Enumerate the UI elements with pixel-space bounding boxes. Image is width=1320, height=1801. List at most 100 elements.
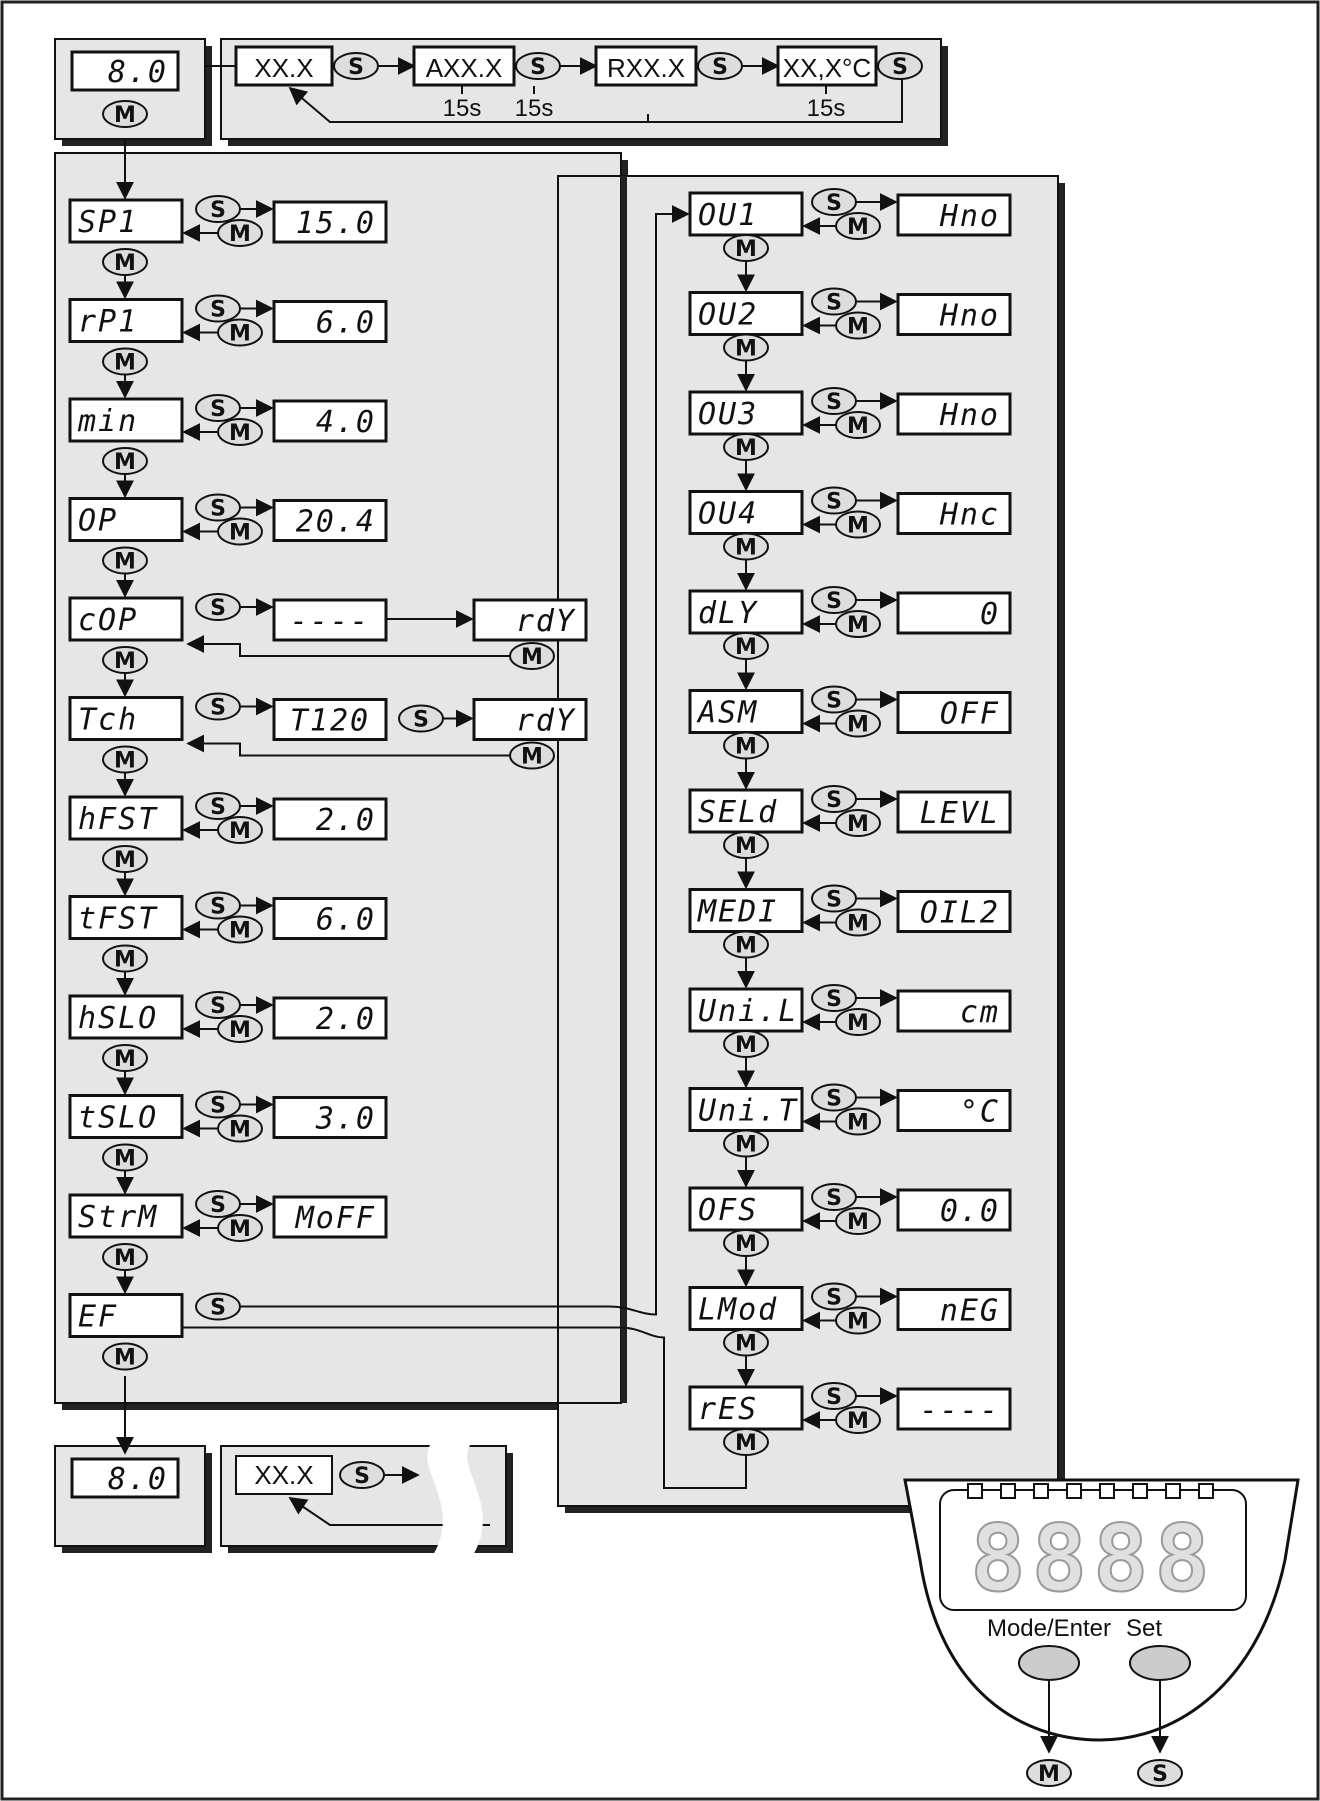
right-param-box: OU3 bbox=[688, 390, 804, 436]
left-s-button: S bbox=[195, 1190, 241, 1218]
bottom-display-value: 8.0 bbox=[108, 1462, 168, 1497]
svg-text:S: S bbox=[210, 994, 226, 1019]
right-value-box: Hno bbox=[896, 193, 1012, 237]
right-s-button: S bbox=[811, 685, 857, 714]
right-value-box: OIL2 bbox=[896, 890, 1012, 933]
set-label: Set bbox=[1126, 1615, 1162, 1642]
right-m-button: M bbox=[723, 1129, 769, 1158]
svg-text:M: M bbox=[735, 834, 757, 859]
svg-text:S: S bbox=[413, 708, 429, 733]
left-m-button: M bbox=[102, 944, 148, 973]
svg-text:MEDI: MEDI bbox=[697, 895, 778, 930]
svg-text:S: S bbox=[826, 191, 842, 216]
svg-text:min: min bbox=[77, 404, 138, 439]
left-final-box: rdY bbox=[472, 698, 588, 741]
bottom-s-button: S bbox=[339, 1461, 385, 1489]
svg-text:M: M bbox=[114, 1346, 136, 1371]
right-param-box: OU4 bbox=[688, 490, 804, 535]
svg-text:S: S bbox=[826, 291, 842, 316]
svg-text:M: M bbox=[229, 521, 251, 546]
left-m-button: M bbox=[102, 447, 148, 475]
left-s-button: S bbox=[195, 593, 241, 621]
right-param-box: LMod bbox=[688, 1286, 804, 1331]
right-m-button: M bbox=[723, 333, 769, 362]
svg-text:6.0: 6.0 bbox=[316, 306, 376, 341]
left-s-button: S bbox=[195, 692, 241, 721]
right-m-button: M bbox=[723, 731, 769, 760]
svg-text:M: M bbox=[847, 414, 869, 439]
svg-text:2.0: 2.0 bbox=[316, 803, 376, 838]
svg-text:OU3: OU3 bbox=[698, 397, 758, 432]
svg-text:nEG: nEG bbox=[940, 1294, 1000, 1329]
left-m-button: M bbox=[217, 816, 263, 844]
svg-text:M: M bbox=[735, 1033, 757, 1058]
right-m-button: M bbox=[835, 1306, 881, 1335]
left-param-box: cOP bbox=[68, 596, 184, 642]
right-value-box: LEVL bbox=[896, 790, 1012, 834]
svg-text:S: S bbox=[826, 987, 842, 1012]
svg-text:S: S bbox=[826, 390, 842, 415]
left-m-button: M bbox=[217, 915, 263, 944]
left-s-button: S bbox=[195, 991, 241, 1019]
right-param-box: ASM bbox=[688, 689, 804, 734]
left-value-box: ---- bbox=[272, 598, 388, 642]
device-notches bbox=[967, 1483, 1214, 1499]
right-value-box: 0.0 bbox=[896, 1188, 1012, 1232]
right-s-button: S bbox=[811, 188, 857, 216]
left-m-button: M bbox=[217, 418, 263, 446]
left-m-button: M bbox=[102, 1342, 148, 1371]
svg-text:SELd: SELd bbox=[698, 795, 778, 830]
right-s-button: S bbox=[811, 984, 857, 1012]
set-key[interactable] bbox=[1129, 1645, 1191, 1681]
left-s-button: S bbox=[195, 294, 241, 323]
right-m-button: M bbox=[723, 1229, 769, 1257]
svg-text:S: S bbox=[354, 1464, 370, 1489]
bottom-values-panel: XX.X S bbox=[220, 1436, 513, 1560]
right-value-box: OFF bbox=[896, 691, 1012, 734]
left-param-box: min bbox=[68, 397, 184, 443]
svg-text:0: 0 bbox=[980, 597, 1000, 632]
svg-text:Uni.T: Uni.T bbox=[698, 1094, 798, 1129]
top-m-button: M bbox=[102, 100, 148, 128]
right-value-box: 0 bbox=[896, 591, 1012, 635]
svg-text:°C: °C bbox=[960, 1095, 1000, 1130]
right-value-box: Hno bbox=[896, 293, 1012, 336]
left-value-box: MoFF bbox=[272, 1195, 388, 1239]
svg-text:Hnc: Hnc bbox=[939, 498, 1000, 533]
left-value-box: 4.0 bbox=[272, 399, 388, 443]
right-param-box: Uni.L bbox=[688, 987, 804, 1033]
svg-text:M: M bbox=[114, 1246, 136, 1271]
mode-enter-label: Mode/Enter bbox=[987, 1615, 1111, 1642]
right-m-button: M bbox=[835, 311, 881, 340]
svg-text:M: M bbox=[229, 1217, 251, 1242]
svg-text:M: M bbox=[735, 1133, 757, 1158]
svg-text:Hno: Hno bbox=[939, 398, 1000, 433]
right-m-button: M bbox=[723, 1030, 769, 1058]
svg-text:S: S bbox=[210, 397, 226, 422]
svg-text:S: S bbox=[826, 1186, 842, 1211]
right-s-button: S bbox=[811, 586, 857, 614]
svg-text:Hno: Hno bbox=[939, 199, 1000, 234]
device-front: 8888 Mode/Enter Set M S bbox=[903, 1478, 1300, 1787]
right-s-button: S bbox=[811, 486, 857, 515]
left-s-button: S bbox=[398, 704, 444, 733]
left-m-button: M bbox=[102, 546, 148, 575]
svg-text:3.0: 3.0 bbox=[315, 1102, 376, 1137]
left-param-box: EF bbox=[68, 1293, 184, 1338]
svg-text:M: M bbox=[114, 550, 136, 575]
svg-text:M: M bbox=[229, 222, 251, 247]
svg-text:M: M bbox=[847, 812, 869, 837]
mode-enter-key[interactable] bbox=[1018, 1645, 1080, 1681]
right-m-button: M bbox=[723, 1328, 769, 1357]
svg-text:S: S bbox=[348, 55, 364, 80]
svg-text:hFST: hFST bbox=[78, 802, 158, 837]
right-param-box: OU2 bbox=[688, 291, 804, 336]
left-m-button: M bbox=[509, 642, 555, 670]
svg-text:OU4: OU4 bbox=[698, 497, 758, 532]
svg-text:M: M bbox=[114, 848, 136, 873]
svg-text:M: M bbox=[735, 635, 757, 660]
right-m-button: M bbox=[835, 411, 881, 439]
bottom-display-panel: 8.0 bbox=[54, 1445, 212, 1553]
svg-text:tSLO: tSLO bbox=[78, 1101, 158, 1136]
svg-text:2.0: 2.0 bbox=[316, 1002, 376, 1037]
